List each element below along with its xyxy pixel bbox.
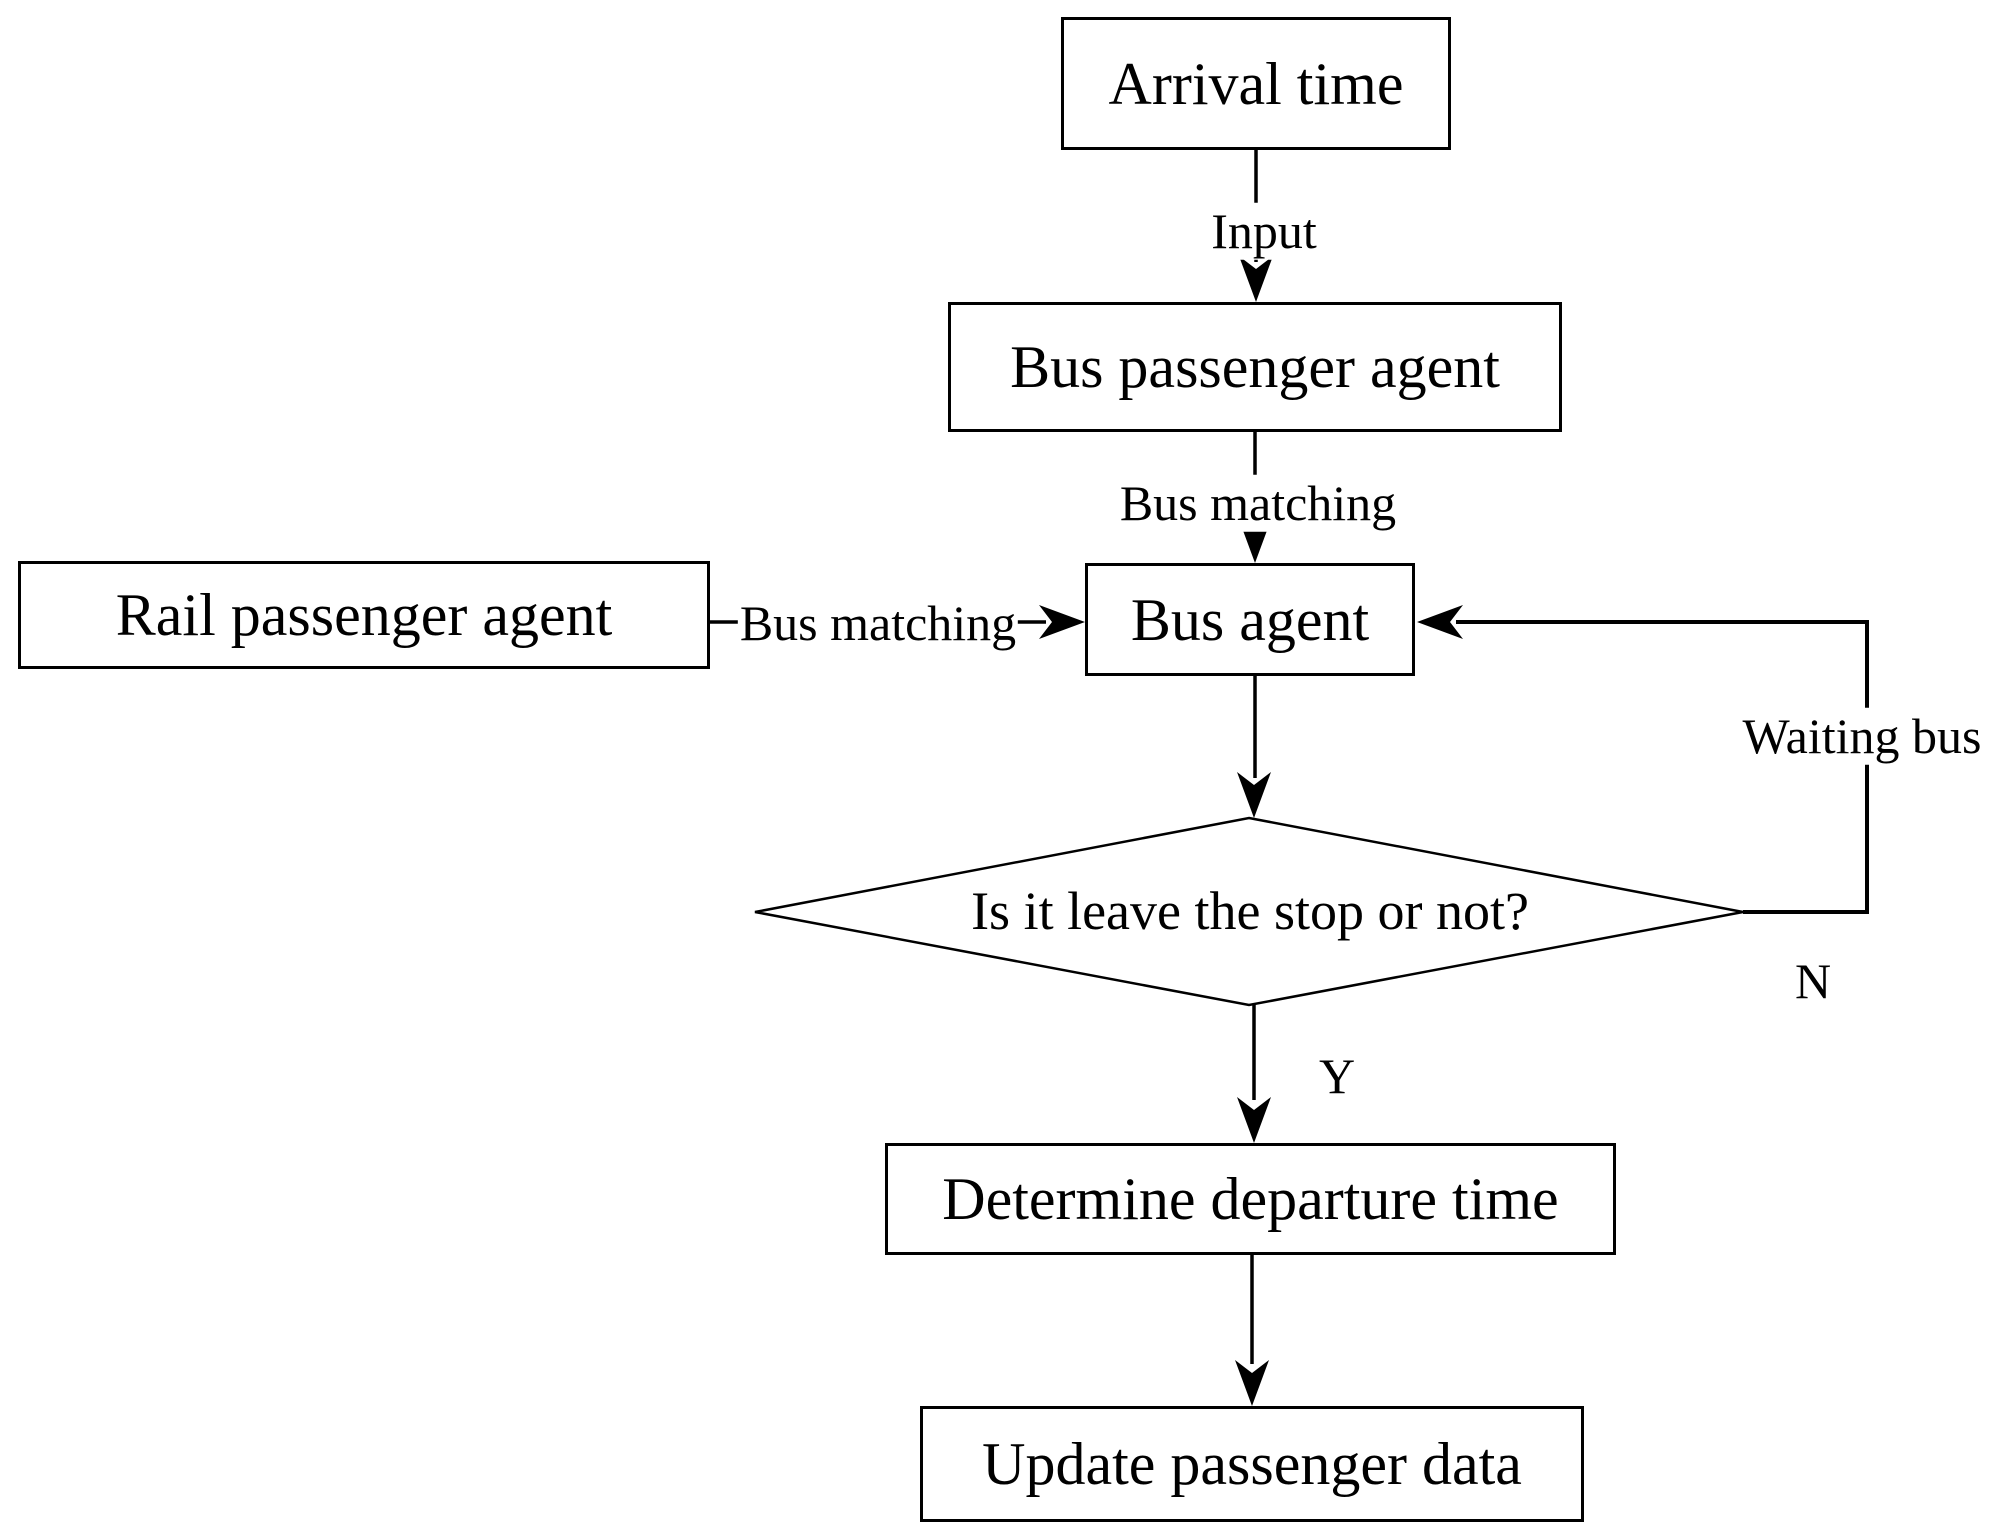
edge-label-yes: Y [1318,1047,1356,1104]
decision-diamond-shape [754,816,1744,1007]
edge-label-input: Input [1205,202,1323,260]
node-bus-agent: Bus agent [1085,563,1415,676]
node-arrival-time-label: Arrival time [1108,50,1404,117]
node-determine-departure-time: Determine departure time [885,1143,1616,1255]
edge-decision-no-feedback [1456,620,1869,914]
node-rail-passenger-agent: Rail passenger agent [18,561,710,669]
arrowhead-into-determine [1237,1097,1271,1143]
arrowhead-into-bus-agent-right [1417,605,1463,639]
node-decision-label: Is it leave the stop or not? [971,881,1529,941]
edge-label-bus-matching-top: Bus matching [1113,474,1403,532]
arrowhead-into-decision [1237,772,1271,818]
node-arrival-time: Arrival time [1061,17,1451,150]
node-update-passenger-data: Update passenger data [920,1406,1584,1522]
node-rail-passenger-agent-label: Rail passenger agent [115,582,613,648]
arrowhead-into-update [1235,1360,1269,1406]
arrowhead-into-bus-passenger [1239,256,1273,302]
node-determine-departure-time-label: Determine departure time [942,1166,1559,1232]
edge-label-bus-matching-left: Bus matching [737,594,1019,652]
node-update-passenger-data-label: Update passenger data [982,1431,1522,1497]
arrowhead-into-bus-agent-left [1039,605,1085,639]
edge-label-waiting-bus: Waiting bus [1736,707,1988,765]
node-bus-passenger-agent-label: Bus passenger agent [1010,334,1500,400]
node-bus-passenger-agent: Bus passenger agent [948,302,1562,432]
edge-label-no: N [1794,952,1832,1009]
node-bus-agent-label: Bus agent [1130,586,1370,653]
